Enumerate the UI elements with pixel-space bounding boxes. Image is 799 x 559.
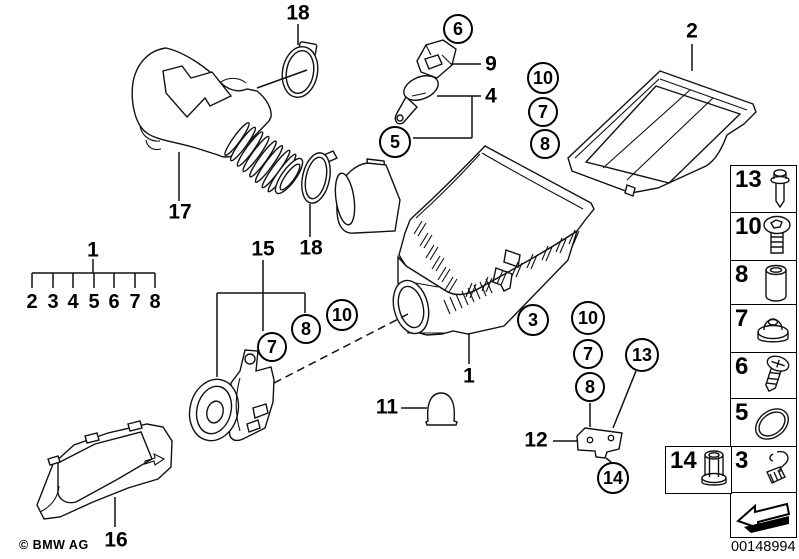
reference-tree-lines — [31, 259, 156, 288]
tree-item-5[interactable]: 5 — [88, 291, 100, 313]
callout-10-top[interactable]: 10 — [527, 62, 559, 94]
legend-num-13: 13 — [735, 166, 762, 193]
callout-10-left[interactable]: 10 — [326, 299, 358, 331]
direction-arrow-icon — [735, 495, 793, 537]
legend-num-14: 14 — [670, 447, 697, 474]
label-16[interactable]: 16 — [104, 528, 128, 552]
legend-row-8[interactable]: 8 — [730, 260, 797, 306]
tree-item-4[interactable]: 4 — [67, 291, 79, 313]
label-2[interactable]: 2 — [686, 19, 698, 43]
legend-num-10: 10 — [735, 213, 762, 240]
sensor-cap-9-drawing — [416, 39, 457, 79]
legend-row-13[interactable]: 13 — [730, 165, 797, 214]
o-ring-icon — [749, 400, 795, 448]
maf-sensor-15-drawing — [188, 349, 275, 442]
tree-item-2[interactable]: 2 — [26, 291, 38, 313]
intake-duct-17-drawing — [131, 47, 272, 158]
hose-clamp-18-mid-drawing — [301, 150, 338, 204]
bracket-12-drawing — [576, 427, 623, 459]
air-filter-housing-1-drawing — [334, 145, 595, 336]
tree-item-6[interactable]: 6 — [108, 291, 120, 313]
legend-num-3: 3 — [735, 447, 749, 474]
legend-row-14[interactable]: 14 — [665, 446, 732, 494]
housing-rim-hatching-left — [413, 220, 458, 293]
label-18-mid[interactable]: 18 — [299, 236, 323, 260]
legend-row-6[interactable]: 6 — [730, 352, 797, 400]
legend-row-3[interactable]: 3 — [730, 446, 797, 494]
label-18-top[interactable]: 18 — [286, 1, 310, 25]
torx-screw-icon — [759, 214, 795, 262]
legend-row-5[interactable]: 5 — [730, 398, 797, 448]
callout-5[interactable]: 5 — [379, 126, 411, 158]
label-12[interactable]: 12 — [524, 428, 548, 452]
tree-item-7[interactable]: 7 — [129, 291, 141, 313]
spacer-sleeve-icon — [757, 262, 795, 306]
label-9[interactable]: 9 — [485, 52, 497, 76]
callout-8-mid[interactable]: 8 — [575, 372, 605, 402]
callout-7-left[interactable]: 7 — [257, 332, 287, 362]
hose-clamp-icon — [755, 448, 795, 492]
leader-lines — [114, 24, 693, 527]
label-4[interactable]: 4 — [485, 84, 497, 108]
temp-sensor-4-drawing — [394, 75, 439, 125]
label-1-housing[interactable]: 1 — [463, 364, 475, 388]
rubber-grommet-icon — [751, 306, 795, 354]
callout-14[interactable]: 14 — [597, 462, 629, 494]
corrugated-hose-drawing — [224, 121, 304, 195]
grommet-11-drawing — [425, 392, 458, 426]
callout-8-top[interactable]: 8 — [530, 129, 560, 159]
callout-7-top[interactable]: 7 — [528, 97, 558, 127]
intake-duct-16-drawing — [36, 420, 173, 520]
tree-item-8[interactable]: 8 — [149, 291, 161, 313]
callout-7-mid[interactable]: 7 — [573, 339, 603, 369]
callout-3[interactable]: 3 — [517, 304, 549, 336]
callout-8-left[interactable]: 8 — [291, 314, 321, 344]
callout-13[interactable]: 13 — [625, 338, 659, 372]
legend-row-10[interactable]: 10 — [730, 212, 797, 262]
tree-root-label[interactable]: 1 — [87, 238, 99, 262]
tree-item-3[interactable]: 3 — [47, 291, 59, 313]
label-15[interactable]: 15 — [251, 237, 275, 261]
legend-num-7: 7 — [735, 305, 749, 332]
callout-6[interactable]: 6 — [443, 14, 473, 44]
filter-element-2-drawing — [567, 70, 757, 197]
label-17[interactable]: 17 — [168, 200, 192, 224]
expansion-rivet-icon — [761, 167, 795, 212]
housing-wall-shading — [443, 278, 493, 315]
legend-num-5: 5 — [735, 399, 749, 426]
copyright-notice: © BMW AG — [19, 538, 89, 552]
legend-num-6: 6 — [735, 353, 749, 380]
callout-10-mid[interactable]: 10 — [571, 301, 605, 335]
label-11[interactable]: 11 — [375, 395, 399, 419]
hose-clamp-18-top-drawing — [281, 41, 319, 98]
tapping-screw-icon — [753, 354, 795, 400]
legend-num-8: 8 — [735, 261, 749, 288]
legend-row-7[interactable]: 7 — [730, 304, 797, 354]
blind-rivet-nut-icon — [696, 448, 730, 493]
legend-arrow-box[interactable] — [730, 492, 797, 538]
document-number: 00148994 — [731, 539, 796, 555]
housing-rim-hatching-right — [465, 229, 580, 299]
